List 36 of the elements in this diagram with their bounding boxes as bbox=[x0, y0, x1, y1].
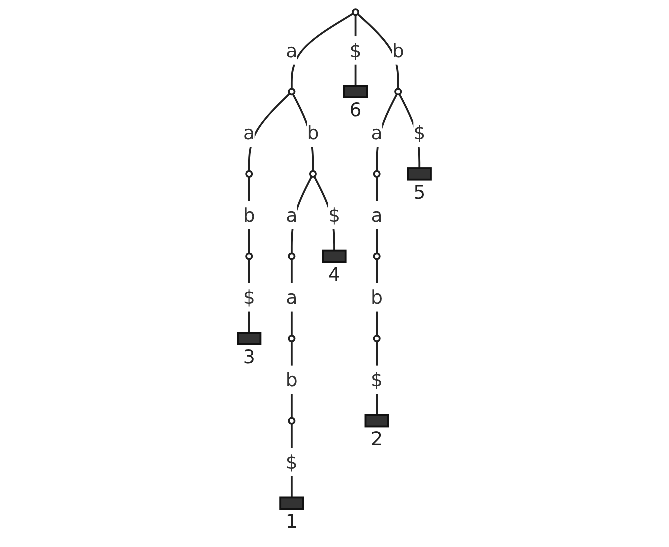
leaf-number: 6 bbox=[350, 99, 362, 122]
leaf-number: 4 bbox=[328, 264, 341, 286]
edge-label: b bbox=[371, 283, 384, 312]
leaf-number: 1 bbox=[286, 510, 298, 533]
trie-node-circle bbox=[288, 88, 296, 96]
leaf-number: 5 bbox=[414, 182, 426, 204]
trie-node-circle bbox=[394, 88, 402, 96]
leaf-square bbox=[407, 168, 432, 181]
trie-node-circle bbox=[373, 170, 381, 178]
trie-node-circle bbox=[373, 335, 381, 343]
leaf-number: 2 bbox=[371, 428, 384, 451]
trie-node-circle bbox=[288, 335, 296, 343]
edge-label: $ bbox=[328, 201, 341, 230]
leaf-square bbox=[344, 85, 368, 98]
edge-label: b bbox=[243, 201, 256, 230]
edge-label: b bbox=[307, 118, 320, 148]
trie-node-circle bbox=[246, 170, 254, 178]
trie-node-circle bbox=[288, 417, 296, 425]
leaf-square bbox=[364, 414, 390, 428]
leaf-number: 3 bbox=[243, 346, 256, 368]
trie-node-circle bbox=[288, 252, 296, 260]
edge-label: b bbox=[286, 366, 298, 394]
edge-label: $ bbox=[243, 283, 256, 312]
edge-label: $ bbox=[414, 118, 426, 148]
trie-node-circle bbox=[246, 252, 254, 260]
trie-node-circle bbox=[309, 170, 317, 178]
trie-node-circle bbox=[373, 252, 381, 260]
edge-label: $ bbox=[371, 366, 384, 394]
trie-node-circle bbox=[352, 8, 360, 16]
edge-label: a bbox=[286, 283, 298, 312]
edge-label: $ bbox=[350, 36, 362, 65]
leaf-square bbox=[280, 496, 304, 510]
edge-label: a bbox=[371, 201, 383, 230]
edge-label: $ bbox=[286, 448, 298, 476]
leaf-square bbox=[237, 332, 262, 346]
leaf-square bbox=[322, 250, 347, 264]
